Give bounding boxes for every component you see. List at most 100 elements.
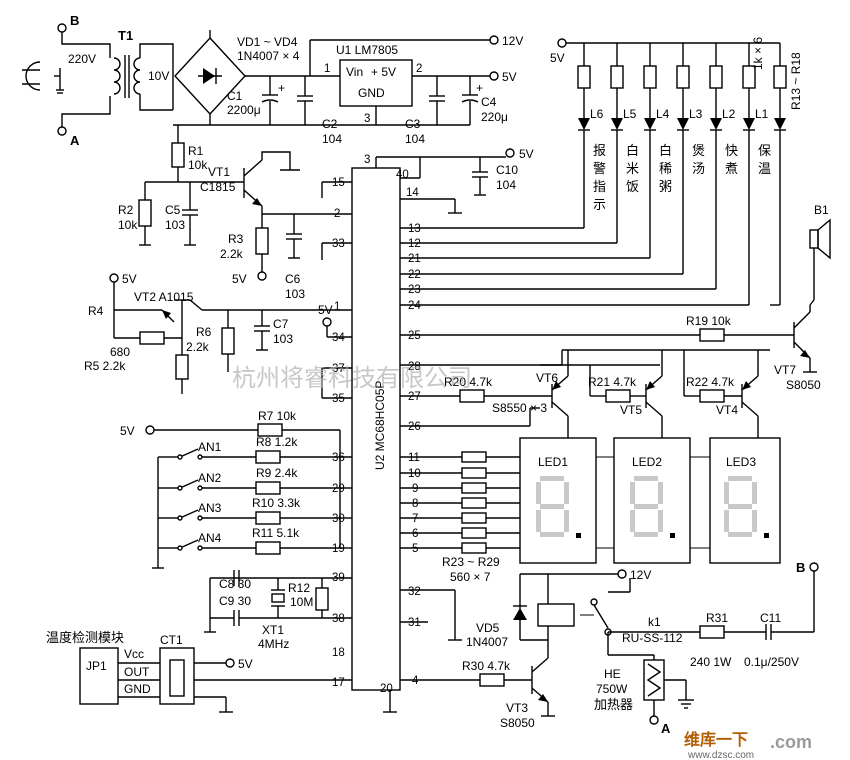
- svg-text:稀: 稀: [659, 162, 672, 177]
- svg-text:饭: 饭: [626, 180, 639, 195]
- vd5-label: VD5: [476, 621, 500, 635]
- display-led3: LED3: [709, 437, 781, 564]
- mains-voltage-label: 220V: [68, 52, 96, 66]
- regulator-vout-pin: + 5V: [371, 65, 396, 79]
- reg-pin-3: 3: [364, 113, 370, 125]
- resistor-r19: [699, 328, 794, 342]
- capacitor-c11: [765, 624, 814, 640]
- c5-label: C5: [165, 203, 181, 217]
- c6-label: C6: [285, 272, 301, 286]
- mcu-pin-27: 27: [408, 391, 421, 403]
- r21-label: R21 4.7k: [588, 375, 637, 389]
- led-5v-terminal: [557, 38, 567, 48]
- led3-label: LED3: [726, 455, 756, 469]
- capacitor-c2: [297, 76, 313, 125]
- resistor-r12: [315, 578, 329, 618]
- mcu-pin-26: 26: [408, 421, 421, 433]
- key-an2[interactable]: [170, 457, 341, 495]
- led-l3-function: 煲 汤: [692, 143, 705, 177]
- svg-text:米: 米: [626, 162, 639, 177]
- keys-5v-label: 5V: [120, 424, 135, 438]
- svg-text:报: 报: [593, 144, 606, 159]
- mcu-pin-40: 40: [396, 169, 409, 181]
- r8-label: R8 1.2k: [256, 435, 298, 449]
- c6-value-label: 103: [285, 287, 305, 301]
- vt2-label: VT2 A1015: [134, 290, 194, 304]
- r2-value-label: 10k: [118, 218, 138, 232]
- svg-text:+: +: [278, 81, 285, 95]
- svg-text:汤: 汤: [692, 162, 705, 177]
- vt7-part-label: S8050: [786, 378, 821, 392]
- svg-text:警: 警: [593, 161, 606, 177]
- mcu-pin-24: 24: [408, 300, 421, 312]
- mcu-pin-2: 2: [334, 208, 340, 220]
- led-l3-branch: [676, 43, 690, 274]
- capacitor-c6: [286, 214, 302, 259]
- v12-top-label: 12V: [502, 34, 523, 48]
- vt6-label: VT6: [536, 371, 558, 385]
- regulator-gnd-pin: GND: [358, 86, 385, 100]
- c5-value-label: 103: [165, 218, 185, 232]
- c11-label: C11: [760, 611, 781, 625]
- mcu-pin-8: 8: [412, 498, 418, 510]
- mcu-pin-4: 4: [412, 675, 419, 687]
- r9-label: R9 2.4k: [256, 466, 298, 480]
- capacitor-c8: [233, 570, 240, 586]
- capacitor-c4: +: [461, 76, 483, 125]
- ct1-label: CT1: [160, 633, 183, 647]
- led-l2-label: L2: [722, 107, 736, 121]
- led-5v-label: 5V: [550, 51, 565, 65]
- mcu-5v-terminal: [505, 148, 515, 158]
- svg-text:JP1: JP1: [86, 659, 107, 673]
- svg-text:温: 温: [758, 162, 771, 177]
- terminal-a-left-label: A: [70, 133, 80, 148]
- mcu-pin-33: 33: [332, 238, 345, 250]
- mcu-pin-21: 21: [408, 253, 421, 265]
- led-l4-branch: [643, 43, 657, 258]
- r1-value-label: 10k: [188, 158, 208, 172]
- mcu-pin-15: 15: [332, 177, 345, 189]
- mcu-pin-12: 12: [408, 238, 421, 250]
- key-an3[interactable]: [170, 488, 341, 525]
- mcu-pin-29: 29: [332, 483, 345, 495]
- connector-ct1: [159, 647, 195, 705]
- r3-value-label: 2.2k: [220, 247, 244, 261]
- relay-part-label: RU-SS-112: [622, 631, 683, 645]
- rectifier-label: VD1 ~ VD4: [237, 35, 298, 49]
- led-l2-branch: [709, 43, 723, 289]
- relay-contact: [590, 578, 631, 636]
- v5-top-label: 5V: [502, 70, 517, 84]
- r12-value-label: 10M: [290, 595, 313, 609]
- watermark-text: 杭州将睿科技有限公司: [232, 364, 472, 392]
- r2-label: R2: [118, 203, 134, 217]
- watermark-site-url: www.dzsc.com: [687, 750, 754, 760]
- vcc-pin-label: Vcc: [124, 647, 144, 661]
- c4-value-label: 220μ: [481, 110, 508, 124]
- transistor-vt3: [531, 640, 555, 717]
- led-l1-branch: [742, 43, 756, 305]
- mcu-pin-17: 17: [332, 677, 345, 689]
- resistor-r31: [699, 625, 766, 639]
- r31-value-label: 240 1W: [690, 655, 732, 669]
- transistor-vt7: [793, 305, 817, 373]
- regulator-u1: Vin + 5V GND: [339, 59, 413, 107]
- svg-text:示: 示: [593, 198, 606, 213]
- led-r18-branch: [770, 43, 787, 306]
- r7-label: R7 10k: [258, 409, 297, 423]
- svg-text:粥: 粥: [659, 179, 672, 195]
- resistor-r6: [221, 310, 235, 372]
- pin34-5v-label: 5V: [318, 303, 333, 317]
- c2-value-label: 104: [322, 132, 342, 146]
- transistor-vt1: [243, 151, 291, 228]
- mcu-pin-5: 5: [412, 543, 418, 555]
- crystal-xt1: [271, 578, 285, 618]
- mcu-pin-19: 19: [332, 543, 345, 555]
- terminal-b-left-label: B: [70, 13, 79, 28]
- key-an4[interactable]: [170, 518, 341, 555]
- mcu-5v-label: 5V: [519, 147, 534, 161]
- temp-5v-terminal: [225, 658, 235, 668]
- relay-12v-terminal: [617, 569, 627, 579]
- resistor-r22: [683, 350, 742, 403]
- watermark-site-name: 维库一下: [684, 730, 748, 749]
